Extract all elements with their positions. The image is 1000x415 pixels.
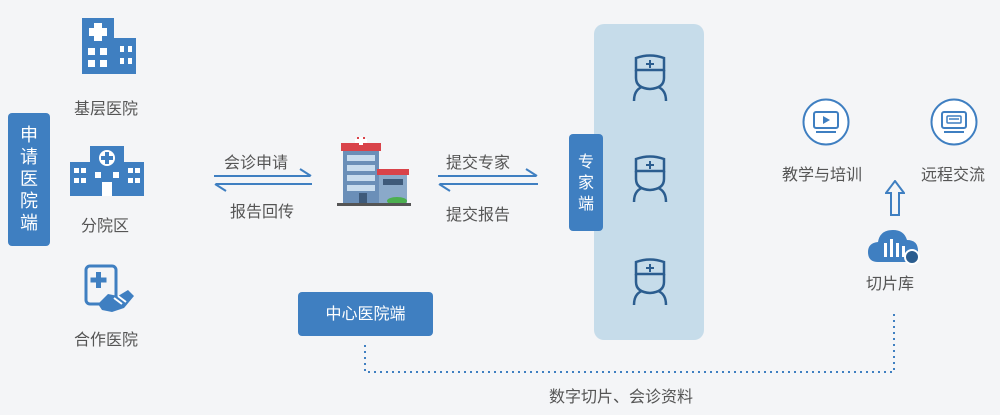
hospital-building-icon <box>78 18 140 76</box>
bar-char: 端 <box>20 213 38 234</box>
chat-monitor-icon <box>930 98 978 146</box>
bar-char: 申 <box>20 125 38 146</box>
bottom-caption: 数字切片、会诊资料 <box>549 387 694 406</box>
video-monitor-icon <box>802 98 850 146</box>
service-label: 教学与培训 <box>782 165 863 184</box>
arrow-left-icon <box>214 182 312 192</box>
hospital-label: 分院区 <box>81 216 130 235</box>
arrow-label-report: 报告回传 <box>230 202 295 221</box>
up-arrow-icon <box>885 180 905 216</box>
cloud-database-icon <box>866 222 922 266</box>
partnership-handshake-icon <box>84 264 136 316</box>
service-label: 远程交流 <box>921 165 986 184</box>
applicant-hospital-bar: 申 请 医 院 端 <box>8 113 50 246</box>
doctor-icon <box>628 155 672 203</box>
bar-char: 端 <box>577 194 594 213</box>
central-hospital-button[interactable]: 中心医院端 <box>298 292 433 336</box>
clinic-building-icon <box>70 146 144 198</box>
bar-char: 请 <box>20 147 38 168</box>
central-hospital-icon <box>337 137 411 209</box>
bar-char: 家 <box>577 173 594 192</box>
arrow-right-icon <box>214 168 312 178</box>
hospital-label: 合作医院 <box>74 330 139 349</box>
dotted-connector <box>360 312 900 376</box>
doctor-icon <box>628 258 672 306</box>
doctor-icon <box>628 54 672 102</box>
bar-char: 专 <box>577 152 594 171</box>
arrow-label-submit-report: 提交报告 <box>446 205 511 224</box>
expert-bar: 专 家 端 <box>569 134 603 231</box>
slice-library-label: 切片库 <box>866 274 915 293</box>
bar-char: 院 <box>20 191 38 212</box>
arrow-label-request: 会诊申请 <box>224 153 289 172</box>
hospital-label: 基层医院 <box>74 99 139 118</box>
arrow-right-icon <box>438 168 538 178</box>
expert-panel <box>594 24 704 340</box>
arrow-left-icon <box>438 182 538 192</box>
bar-char: 医 <box>20 169 38 190</box>
arrow-label-submit-expert: 提交专家 <box>446 153 511 172</box>
